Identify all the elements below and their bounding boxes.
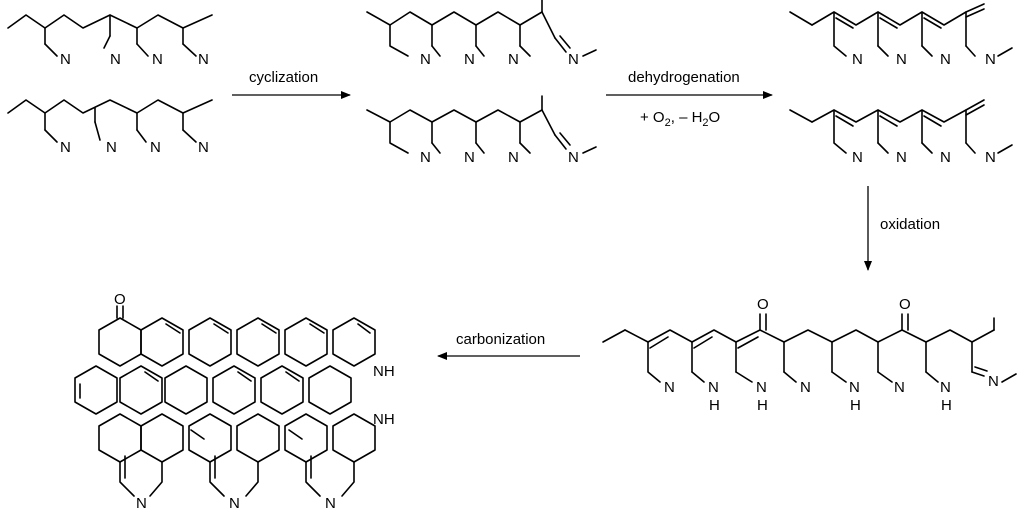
graphitic-nh-1: NH [373, 363, 395, 380]
label-cyclization: cyclization [249, 69, 318, 86]
arrow-cyclization: cyclization [232, 69, 351, 99]
dehydrogenated-ladder-bottom: N N N N [789, 99, 1013, 166]
label-dehydrogenation-conditions: + O2, – H2O [640, 109, 720, 129]
arom-n-1: N [852, 51, 863, 68]
nitrile-n-1: N [60, 51, 71, 68]
pan-chains-structure: N N N N N N N N [7, 14, 213, 156]
arrow-carbonization: carbonization [437, 331, 580, 360]
graphitic-pyridine-n-3: N [325, 495, 336, 512]
oxidized-imine-n: N [988, 373, 999, 390]
oxidized-nh-3-h: H [850, 397, 861, 414]
oxidized-nh-3-n: N [849, 379, 860, 396]
nitrile-n-8: N [198, 139, 209, 156]
nitrile-n-2: N [110, 51, 121, 68]
arom-n-6: N [940, 149, 951, 166]
arom-imine-n-1: N [985, 51, 996, 68]
carbonyl-o-1: O [757, 296, 769, 313]
graphitic-nh-2: NH [373, 411, 395, 428]
ring-n-4: N [420, 149, 431, 166]
pan-chain-bottom: N N N N [7, 99, 213, 156]
arom-n-3: N [940, 51, 951, 68]
arrow-dehydrogenation: dehydrogenation + O2, – H2O [606, 69, 773, 129]
oxidized-nh-2-h: H [757, 397, 768, 414]
graphitic-pyridine-n-1: N [136, 495, 147, 512]
ring-n-2: N [464, 51, 475, 68]
graphitic-pyridine-n-2: N [229, 495, 240, 512]
label-oxidation: oxidation [880, 216, 940, 233]
ring-n-6: N [508, 149, 519, 166]
label-dehydrogenation: dehydrogenation [628, 69, 740, 86]
arom-n-5: N [896, 149, 907, 166]
arrow-oxidation: oxidation [864, 186, 940, 271]
pan-chain-top: N N N N [7, 14, 213, 68]
oxidized-n-2: N [800, 379, 811, 396]
nitrile-n-4: N [198, 51, 209, 68]
nitrile-n-7: N [150, 139, 161, 156]
cyclized-ladder-structure: N N N N N N N N [366, 0, 597, 166]
oxidized-nh-2-n: N [756, 379, 767, 396]
ring-n-5: N [464, 149, 475, 166]
oxidized-n-3: N [894, 379, 905, 396]
arom-imine-n-2: N [985, 149, 996, 166]
ring-n-1: N [420, 51, 431, 68]
label-carbonization: carbonization [456, 331, 545, 348]
oxidized-ladder-structure: O O N N H N H N N H N N H N [602, 296, 1017, 414]
oxidized-nh-1-n: N [708, 379, 719, 396]
imine-n-2: N [568, 149, 579, 166]
nitrile-n-5: N [60, 139, 71, 156]
oxidized-nh-1-h: H [709, 397, 720, 414]
nitrile-n-3: N [152, 51, 163, 68]
imine-n-1: N [568, 51, 579, 68]
oxidized-n-1: N [664, 379, 675, 396]
cyclized-ladder-top: N N N N [366, 0, 597, 68]
dehydrogenated-ladder-structure: N N N N N N N N [789, 3, 1013, 166]
carbonized-graphitic-structure: O NH NH N N N [74, 291, 395, 512]
dehydrogenated-ladder-top: N N N N [789, 3, 1013, 68]
carbonyl-o-2: O [899, 296, 911, 313]
graphitic-carbonyl-o: O [114, 291, 126, 308]
arom-n-2: N [896, 51, 907, 68]
arom-n-4: N [852, 149, 863, 166]
ring-n-3: N [508, 51, 519, 68]
oxidized-nh-4-n: N [940, 379, 951, 396]
cyclized-ladder-bottom: N N N N [366, 95, 597, 166]
oxidized-nh-4-h: H [941, 397, 952, 414]
nitrile-n-6: N [106, 139, 117, 156]
